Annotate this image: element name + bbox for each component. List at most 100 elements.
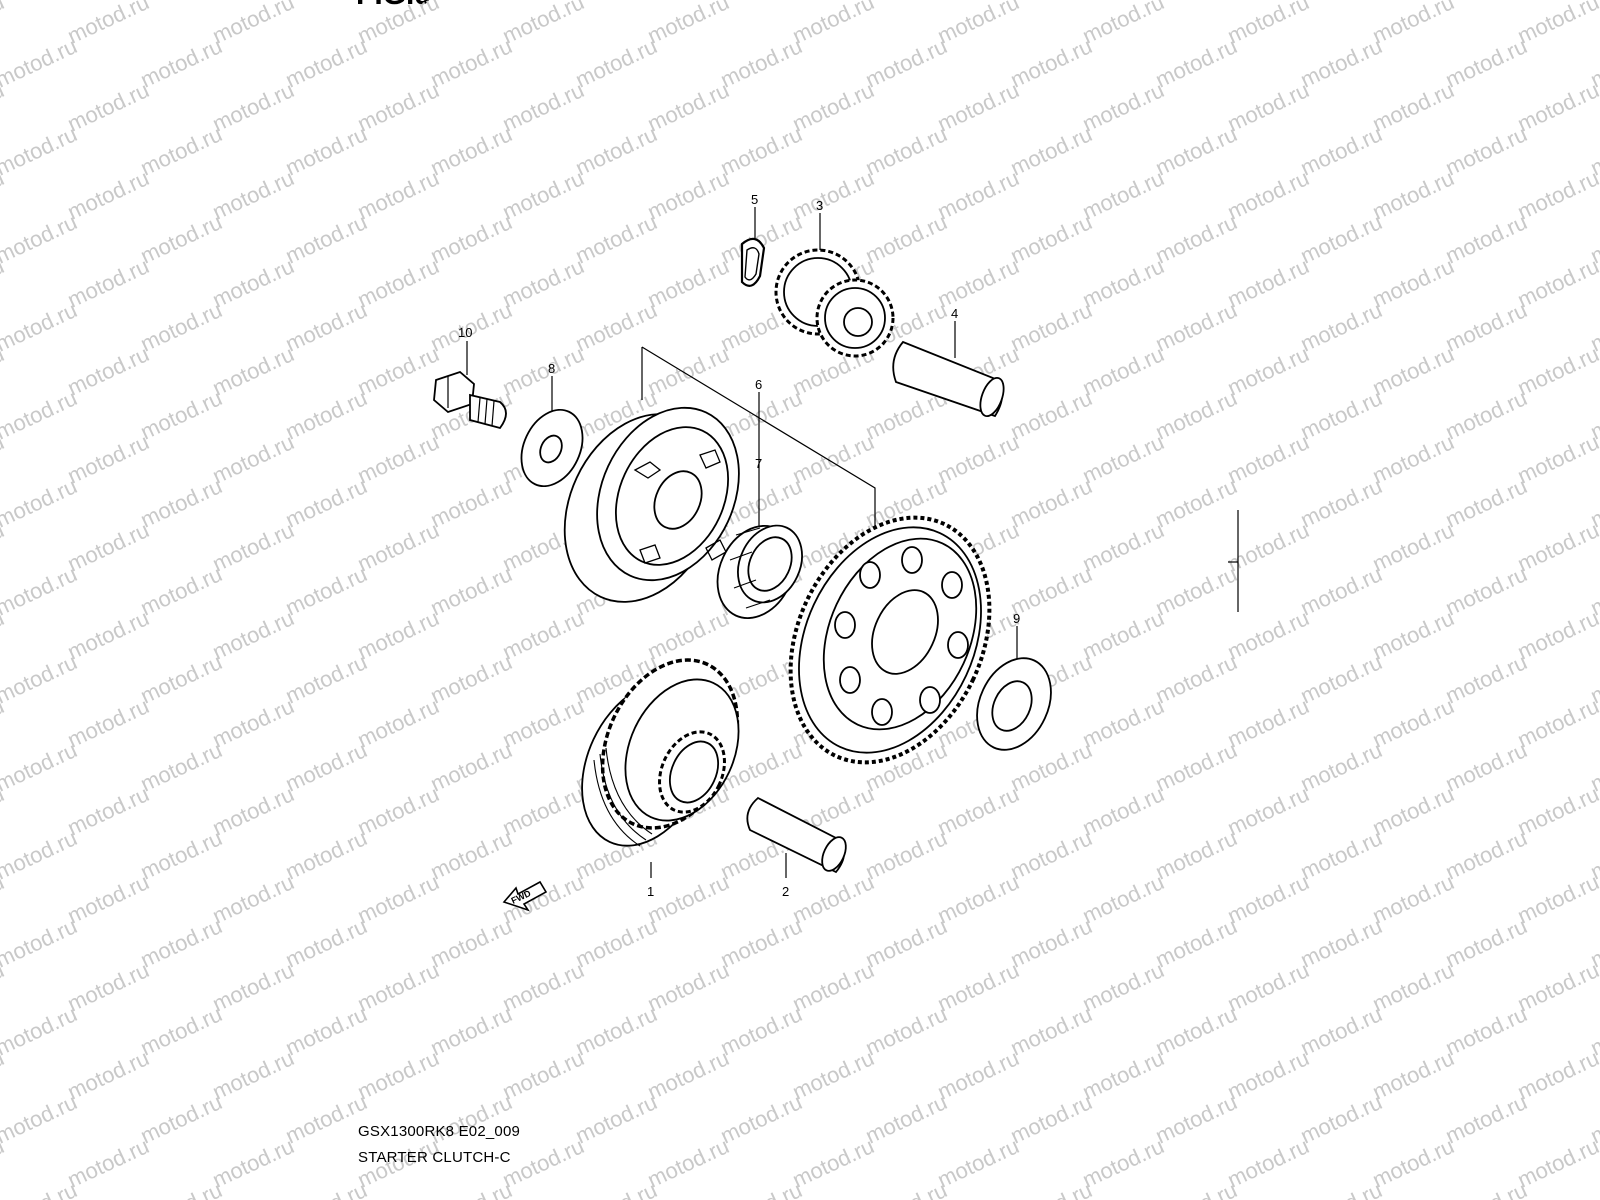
watermark-text: motod.ru — [209, 781, 298, 840]
watermark-text: motod.ru — [1369, 253, 1458, 312]
watermark-text: motod.ru — [354, 957, 443, 1016]
watermark-text: motod.ru — [1442, 385, 1531, 444]
watermark-text: motod.ru — [499, 1045, 588, 1104]
watermark-text: motod.ru — [1224, 253, 1313, 312]
watermark-text: motod.ru — [354, 781, 443, 840]
watermark-text: motod.ru — [1369, 605, 1458, 664]
watermark-text: motod.ru — [1079, 253, 1168, 312]
watermark-text: motod.ru — [0, 33, 81, 92]
starter-driven-gear-icon — [788, 515, 992, 765]
watermark-text: motod.ru — [1514, 77, 1600, 136]
watermark-text: motod.ru — [64, 517, 153, 576]
watermark-text: motod.ru — [137, 121, 226, 180]
watermark-text: motod.ru — [934, 429, 1023, 488]
watermark-text: motod.ru — [572, 209, 661, 268]
watermark-text: motod.ru — [1297, 209, 1386, 268]
watermark-text: motod.ru — [1297, 33, 1386, 92]
watermark-text: motod.ru — [1152, 1177, 1241, 1200]
watermark-text: motod.ru — [499, 165, 588, 224]
watermark-text: motod.ru — [137, 825, 226, 884]
watermark-text: motod.ru — [1442, 209, 1531, 268]
watermark-text: motod.ru — [789, 957, 878, 1016]
watermark-text: motod.ru — [1442, 297, 1531, 356]
watermark-text: motod.ru — [354, 869, 443, 928]
starter-clutch-gear-icon — [581, 658, 740, 847]
watermark-text: motod.ru — [1079, 781, 1168, 840]
watermark-text: motod.ru — [1224, 429, 1313, 488]
watermark-text: motod.ru — [354, 77, 443, 136]
watermark-text: motod.ru — [282, 1001, 371, 1060]
watermark-text: motod.ru — [1152, 913, 1241, 972]
watermark-text: motod.ru — [1297, 913, 1386, 972]
watermark-text: motod.ru — [1079, 605, 1168, 664]
watermark-text: motod.ru — [1152, 209, 1241, 268]
watermark-text: motod.ru — [1442, 737, 1531, 796]
watermark-text: motod.ru — [1224, 517, 1313, 576]
watermark-text: motod.ru — [209, 605, 298, 664]
callout-7: 7 — [755, 456, 762, 471]
watermark-text: motod.ru — [427, 913, 516, 972]
watermark-text: motod.ru — [137, 0, 226, 5]
watermark-text: motod.ru — [934, 165, 1023, 224]
watermark-text: motod.ru — [1224, 1133, 1313, 1192]
watermark-text: motod.ru — [644, 341, 733, 400]
idle-gear-icon — [774, 248, 895, 358]
watermark-text: motod.ru — [1224, 781, 1313, 840]
callout-2: 2 — [782, 884, 789, 899]
watermark-text: motod.ru — [1514, 517, 1600, 576]
watermark-text: motod.ru — [64, 1133, 153, 1192]
watermark-text: motod.ru — [209, 341, 298, 400]
watermark-text: motod.ru — [862, 1177, 951, 1200]
watermark-text: motod.ru — [1442, 913, 1531, 972]
watermark-text: motod.ru — [0, 473, 81, 532]
watermark-text: motod.ru — [137, 209, 226, 268]
watermark-text: motod.ru — [354, 517, 443, 576]
watermark-text: motod.ru — [1007, 825, 1096, 884]
watermark-text: motod.ru — [0, 649, 81, 708]
callout-5: 5 — [751, 192, 758, 207]
watermark-text: motod.ru — [282, 561, 371, 620]
watermark-text: motod.ru — [1152, 385, 1241, 444]
watermark-text: motod.ru — [137, 385, 226, 444]
watermark-text: motod.ru — [282, 121, 371, 180]
watermark-text: motod.ru — [1297, 561, 1386, 620]
watermark-text: motod.ru — [209, 253, 298, 312]
watermark-text: motod.ru — [572, 297, 661, 356]
callout-1: 1 — [647, 884, 654, 899]
watermark-text: motod.ru — [1514, 429, 1600, 488]
watermark-text: motod.ru — [572, 33, 661, 92]
watermark-text: motod.ru — [1297, 121, 1386, 180]
watermark-text: motod.ru — [934, 0, 1023, 49]
watermark-text: motod.ru — [1079, 957, 1168, 1016]
watermark-text: motod.ru — [64, 165, 153, 224]
watermark-text: motod.ru — [137, 649, 226, 708]
watermark-text: motod.ru — [572, 913, 661, 972]
watermark-text: motod.ru — [1442, 121, 1531, 180]
watermark-text: motod.ru — [209, 517, 298, 576]
watermark-text: motod.ru — [572, 1177, 661, 1200]
watermark-text: motod.ru — [1369, 693, 1458, 752]
watermark-text: motod.ru — [644, 869, 733, 928]
watermark-text: motod.ru — [499, 0, 588, 49]
watermark-text: motod.ru — [1152, 1001, 1241, 1060]
watermark-text: motod.ru — [862, 209, 951, 268]
watermark-text: motod.ru — [789, 869, 878, 928]
watermark-text: motod.ru — [1007, 1089, 1096, 1148]
watermark-text: motod.ru — [1297, 1177, 1386, 1200]
watermark-text: motod.ru — [137, 1001, 226, 1060]
starter-clutch-assembly-icon — [563, 406, 740, 603]
watermark-text: motod.ru — [717, 913, 806, 972]
watermark-text: motod.ru — [427, 825, 516, 884]
watermark-text: motod.ru — [1079, 429, 1168, 488]
watermark-text: motod.ru — [282, 825, 371, 884]
watermark-text: motod.ru — [862, 0, 951, 5]
watermark-text: motod.ru — [427, 209, 516, 268]
watermark-text: motod.ru — [137, 473, 226, 532]
callout-9: 9 — [1013, 611, 1020, 626]
watermark-text: motod.ru — [1297, 297, 1386, 356]
watermark-text: motod.ru — [1224, 957, 1313, 1016]
watermark-text: motod.ru — [1514, 1045, 1600, 1104]
watermark-text: motod.ru — [1297, 649, 1386, 708]
